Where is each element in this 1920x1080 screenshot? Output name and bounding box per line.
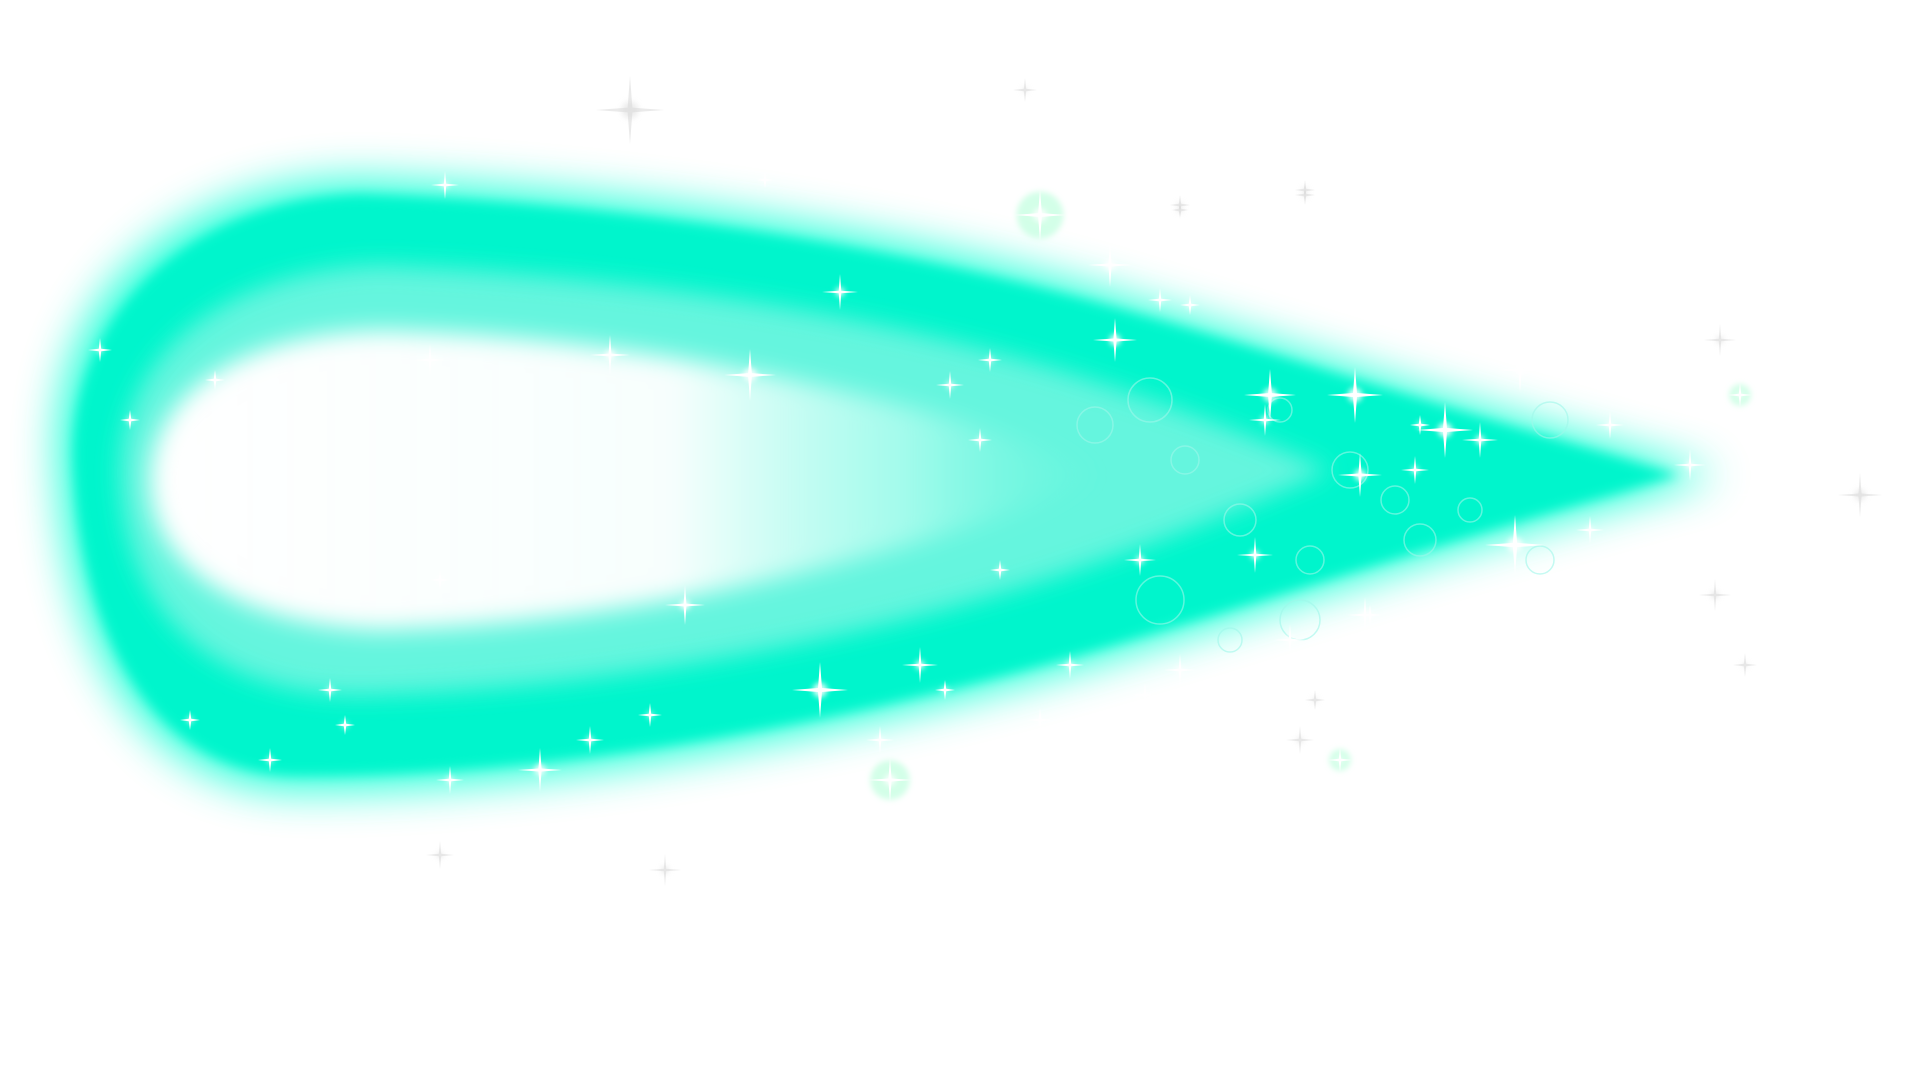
sparkle-icon	[205, 370, 225, 390]
sparkle-icon	[1699, 579, 1731, 611]
sparkle-icon	[868, 758, 912, 802]
sparkle-icon	[1237, 537, 1273, 573]
bubble-group	[1076, 377, 1569, 653]
bubble	[1531, 401, 1569, 439]
sparkle-icon	[1728, 383, 1752, 407]
sparkle-icon	[1056, 651, 1084, 679]
bubble	[1076, 406, 1114, 444]
sparkle-icon	[1365, 645, 1385, 665]
sparkle-icon	[1838, 473, 1882, 517]
sparkle-icon	[649, 854, 681, 886]
sparkle-icon	[1360, 605, 1380, 625]
sparkle-icon	[1172, 202, 1188, 218]
sparkle-icon	[1273, 658, 1297, 682]
sparkle-icon	[596, 76, 664, 144]
bubble	[1223, 503, 1257, 537]
sparkle-icon	[1180, 295, 1200, 315]
bubble	[1279, 599, 1321, 641]
sparkle-icon	[1013, 78, 1037, 102]
sparkle-icon	[792, 662, 848, 718]
sparkle-icon	[1249, 404, 1281, 436]
sparkle-icon	[1498, 348, 1542, 392]
comet-core	[150, 330, 1100, 630]
sparkle-icon	[590, 335, 630, 375]
sparkle-icon	[576, 726, 604, 754]
bubble	[1457, 497, 1483, 523]
sparkle-icon	[518, 748, 562, 792]
bubble	[1295, 545, 1325, 575]
sparkle-icon	[665, 585, 705, 625]
sparkle-icon	[1274, 624, 1306, 656]
sparkle-group	[88, 76, 1882, 886]
sparkle-icon	[120, 410, 140, 430]
sparkle-icon	[1305, 690, 1325, 710]
sparkle-icon	[902, 647, 938, 683]
sparkle-icon	[1576, 516, 1604, 544]
sparkle-icon	[1088, 243, 1132, 287]
bubble	[1217, 627, 1243, 653]
sparkle-icon	[724, 349, 776, 401]
sparkle-icon	[426, 841, 454, 869]
sparkle-icon	[1462, 422, 1498, 458]
sparkle-icon	[1164, 654, 1196, 686]
sparkle-icon	[1736, 481, 1764, 509]
sparkle-icon	[822, 274, 858, 310]
bubble	[1380, 485, 1410, 515]
bubble	[1135, 575, 1185, 625]
sparkle-icon	[1014, 189, 1066, 241]
sparkle-icon	[1704, 324, 1736, 356]
sparkle-icon	[1133, 683, 1157, 707]
bubble	[1525, 545, 1555, 575]
sparkle-icon	[1417, 402, 1473, 458]
sparkle-icon	[335, 715, 355, 735]
sparkle-icon	[1410, 415, 1430, 435]
sparkle-icon	[180, 710, 200, 730]
sparkle-icon	[1328, 748, 1352, 772]
sparkle-icon	[1674, 449, 1706, 481]
sparkle-icon	[935, 680, 955, 700]
sparkle-icon	[990, 560, 1010, 580]
sparkle-icon	[1338, 453, 1382, 497]
sparkle-icon	[1124, 544, 1156, 576]
sparkle-icon	[88, 338, 112, 362]
bubble	[1267, 397, 1293, 423]
bubble	[1170, 445, 1200, 475]
sparkle-icon	[318, 678, 342, 702]
sparkle-icon	[436, 766, 464, 794]
sparkle-icon	[1596, 411, 1624, 439]
sparkle-icon	[866, 726, 894, 754]
sparkle-icon	[1148, 288, 1172, 312]
sparkle-icon	[1286, 726, 1314, 754]
sparkle-icon	[968, 428, 992, 452]
sparkle-icon	[430, 570, 450, 590]
sparkle-icon	[757, 172, 773, 188]
sparkle-icon	[1742, 532, 1758, 548]
sparkle-icon	[936, 371, 964, 399]
sparkle-icon	[1485, 515, 1545, 575]
bubble	[1127, 377, 1173, 423]
bubble	[1403, 523, 1437, 557]
sparkle-icon	[1028, 708, 1052, 732]
sparkle-icon	[1401, 456, 1429, 484]
sparkle-icon	[1327, 367, 1383, 423]
sparkle-icon	[414, 344, 446, 376]
bubble	[1331, 451, 1369, 489]
sparkle-icon	[258, 748, 282, 772]
sparkle-icon	[638, 703, 662, 727]
sparkle-icon	[1093, 318, 1137, 362]
sparkle-icon	[431, 171, 459, 199]
sparkle-icon	[978, 348, 1002, 372]
sparkle-icon	[1733, 653, 1757, 677]
sparkle-icon	[1295, 180, 1315, 200]
sparkle-icon	[1244, 369, 1296, 421]
sparkle-icon	[1025, 745, 1045, 765]
